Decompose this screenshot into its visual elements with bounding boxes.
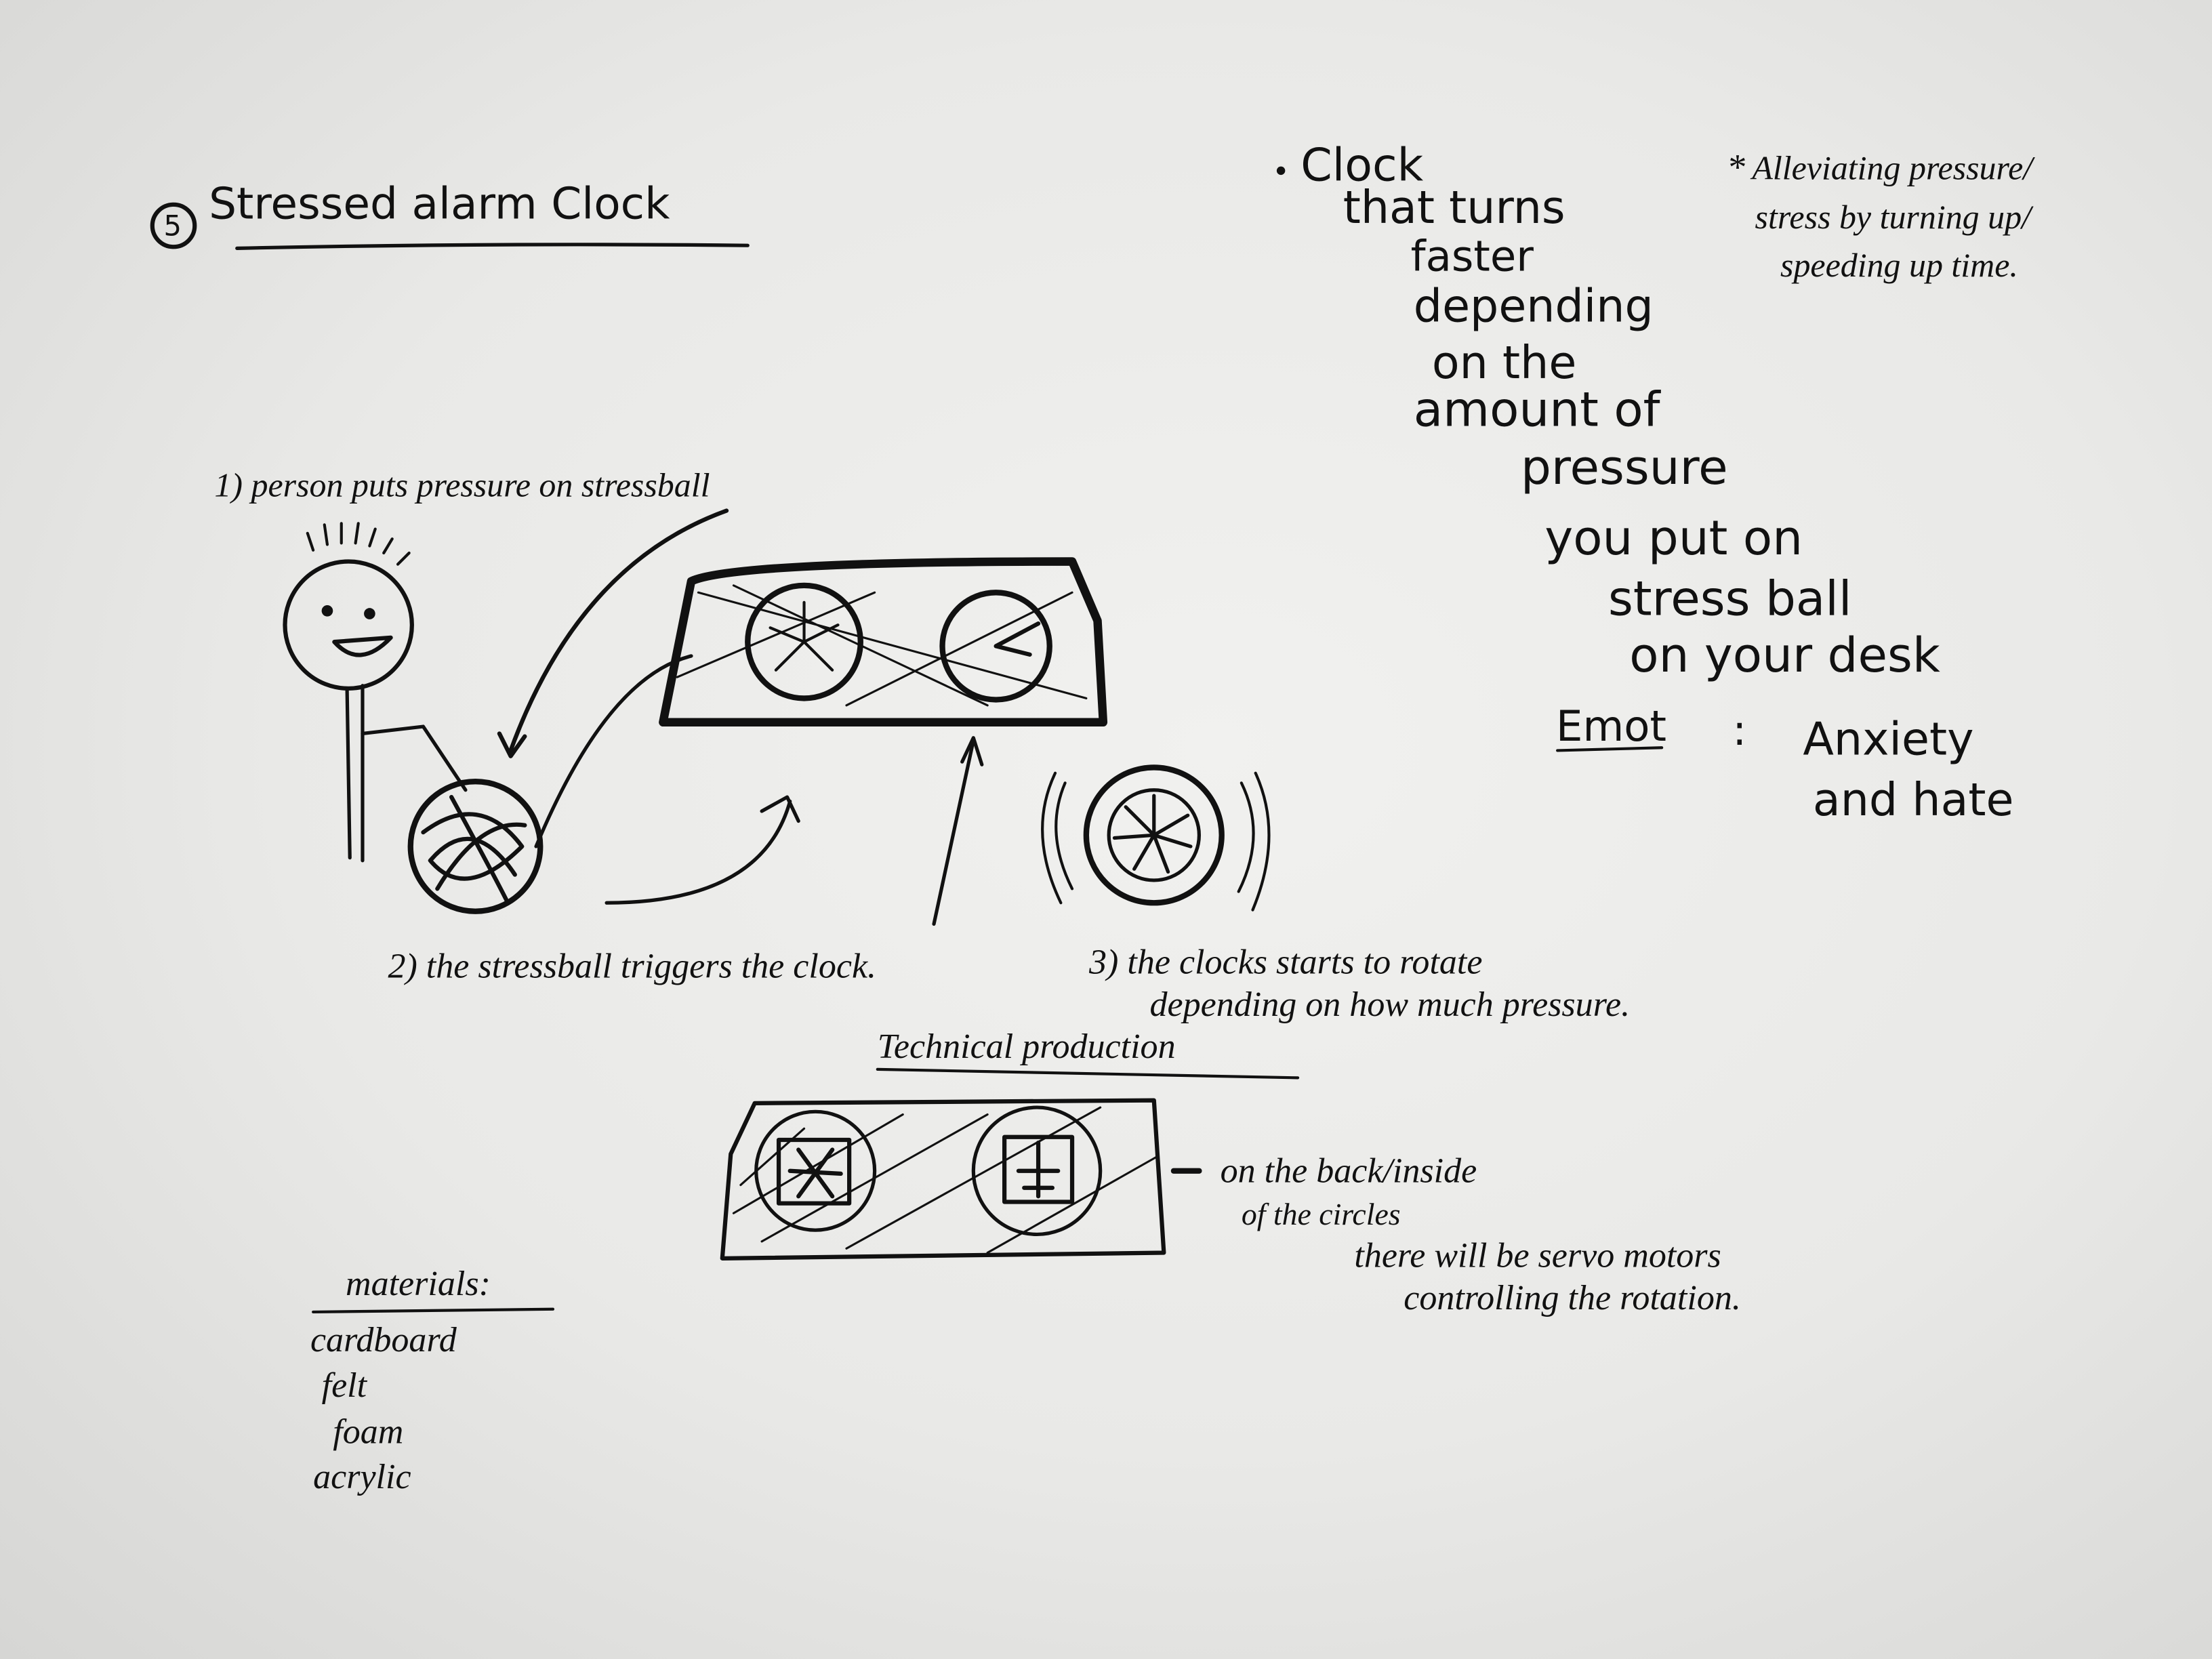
technical-note: there will be servo motors [1354, 1236, 1721, 1275]
clock-face-right [939, 590, 1052, 703]
concept-line: faster [1411, 232, 1534, 281]
materials-heading: materials: [346, 1265, 491, 1303]
title-underline [235, 243, 750, 250]
concept-line: stress ball [1608, 571, 1852, 627]
number-circle-icon [150, 202, 197, 249]
material-item: cardboard [310, 1321, 457, 1359]
arrow-to-ball [508, 508, 729, 753]
person-figure [283, 522, 468, 863]
asterisk-icon: * [1727, 146, 1746, 187]
technical-note: controlling the rotation. [1404, 1279, 1741, 1317]
concept-line: on your desk [1629, 627, 1940, 683]
concept-line: pressure [1521, 439, 1728, 495]
bullet-icon [1276, 166, 1286, 176]
concept-line: on the [1432, 336, 1576, 389]
material-item: foam [333, 1413, 403, 1452]
arrow-ball-to-clock [534, 654, 693, 848]
title: 5 Stressed alarm Clock [150, 179, 750, 250]
arrow-trigger [605, 799, 792, 905]
materials-underline [312, 1307, 555, 1313]
emotion-value: Anxiety [1803, 713, 1973, 766]
side-note: * Alleviating pressure/ stress by turnin… [1727, 146, 2035, 284]
step-3-label: 3) the clocks starts to rotate [1088, 943, 1482, 981]
title-number: 5 [163, 209, 181, 243]
technical-underline [876, 1067, 1300, 1080]
side-note-line: stress by turning up/ [1755, 198, 2034, 236]
concept-line: amount of [1414, 382, 1662, 438]
material-item: felt [322, 1366, 368, 1405]
concept-line: Clock [1300, 138, 1423, 191]
technical-note: on the back/inside [1221, 1151, 1477, 1190]
clock-face-left [745, 582, 863, 701]
technical-back-drawing [720, 1098, 1202, 1261]
concept-line: that turns [1343, 181, 1565, 234]
technical-note: of the circles [1242, 1197, 1401, 1231]
technical-heading: Technical production [878, 1027, 1176, 1066]
emotion-value: and hate [1813, 773, 2014, 826]
concept-notes: Clock that turns faster depending on the… [1276, 138, 2014, 826]
side-note-line: speeding up time. [1780, 246, 2018, 284]
rotating-clock-drawing [1041, 764, 1271, 912]
material-item: acrylic [313, 1458, 411, 1496]
emotion-underline [1556, 746, 1664, 752]
arrow-up-to-clock [932, 739, 975, 926]
concept-line: you put on [1544, 510, 1803, 566]
step-3-label: depending on how much pressure. [1150, 985, 1631, 1024]
concept-line: depending [1414, 280, 1654, 333]
step-1-label: 1) person puts pressure on stressball [214, 466, 710, 504]
side-note-line: Alleviating pressure/ [1750, 148, 2035, 186]
svg-text::: : [1732, 705, 1746, 755]
stress-ball [407, 779, 544, 914]
materials-list: materials: cardboard felt foam acrylic [310, 1265, 555, 1496]
emotion-label: Emot [1556, 701, 1666, 751]
title-text: Stressed alarm Clock [209, 179, 670, 230]
alarm-clock-drawing [659, 557, 1108, 727]
step-2-label: 2) the stressball triggers the clock. [388, 947, 876, 986]
